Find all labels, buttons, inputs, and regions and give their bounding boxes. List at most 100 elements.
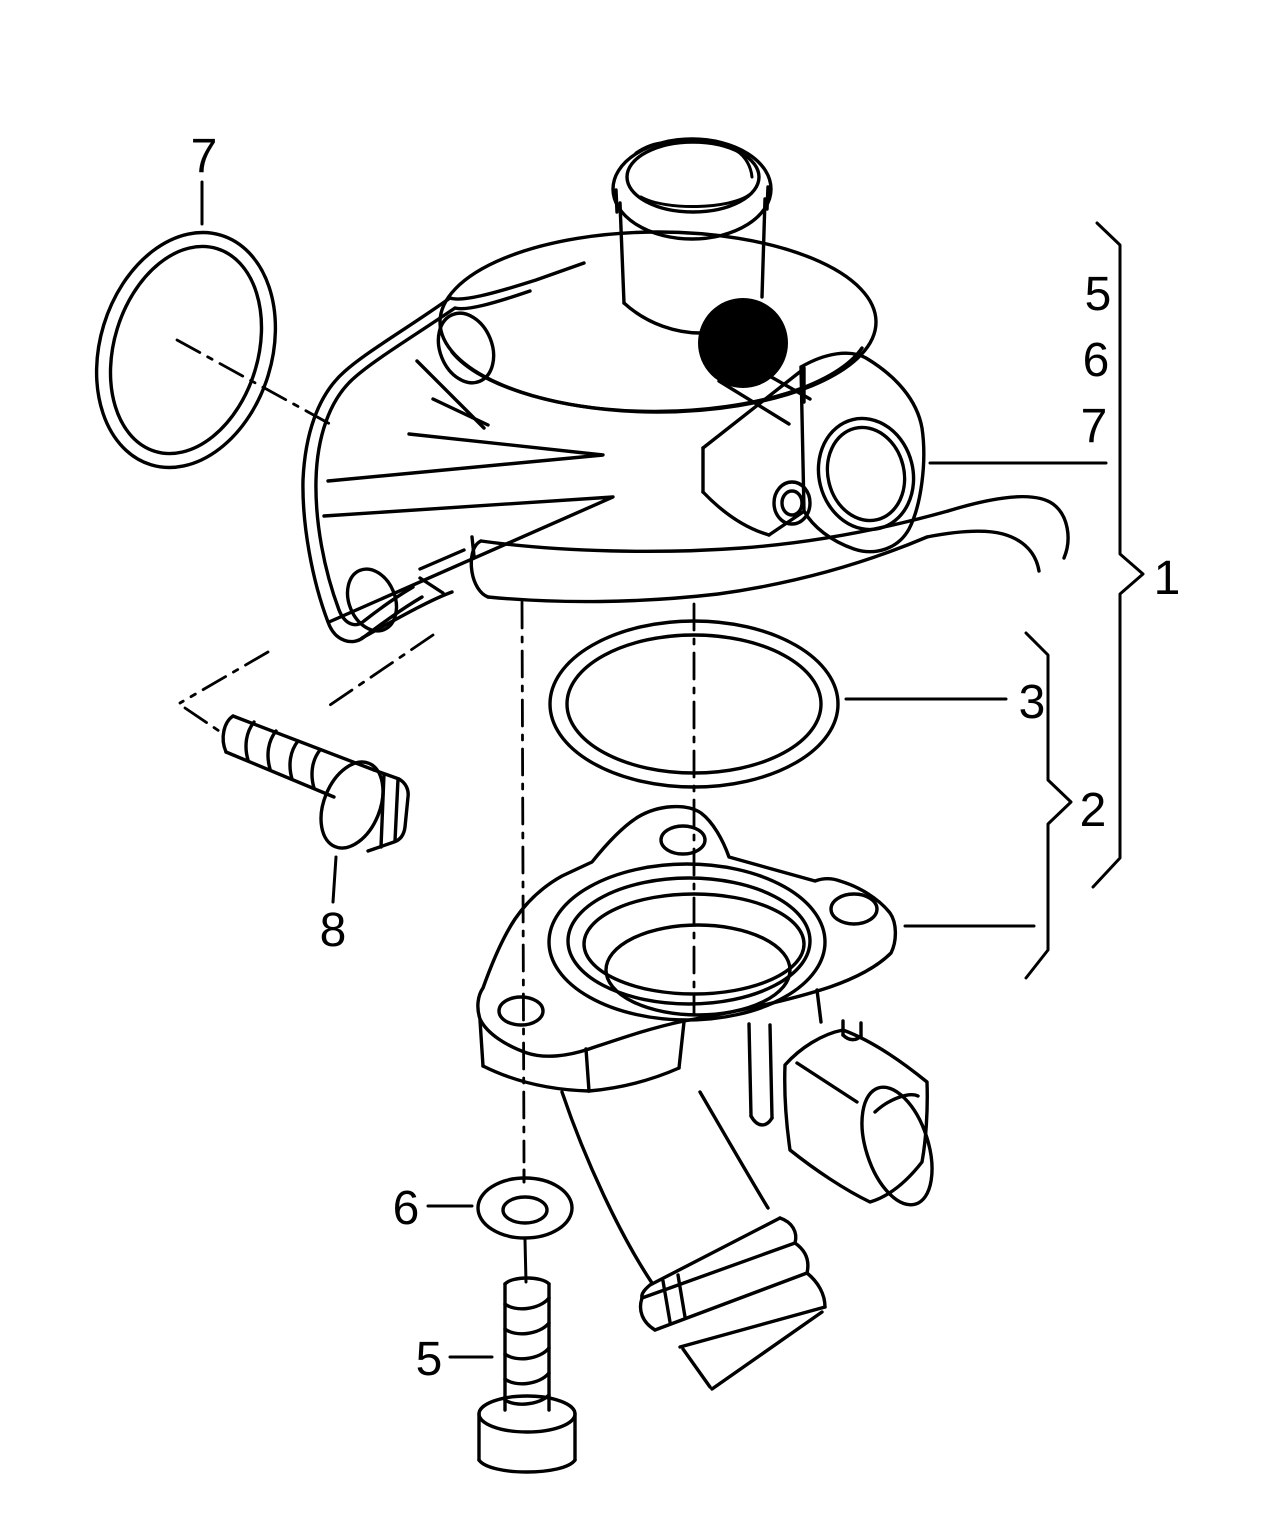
- o-ring-7-outer: [94, 230, 278, 470]
- bolt-8-drawing[interactable]: [221, 714, 410, 857]
- connector-face: [860, 1085, 934, 1207]
- bolt8-thread-4: [310, 748, 322, 790]
- clamp-left-cap-2: [638, 1296, 657, 1332]
- pipe-collar-right: [765, 185, 770, 211]
- clamp-slot: [661, 1273, 687, 1324]
- oring-pointer-line: [175, 338, 332, 426]
- hose-end-left: [681, 1347, 712, 1389]
- hose-edge-left: [560, 1090, 654, 1285]
- outlet-side-top: [701, 369, 803, 450]
- hose-with-clamp-drawing: [560, 1090, 827, 1391]
- centerlines: [175, 338, 696, 1284]
- flange-wall-far-right: [815, 988, 823, 1024]
- bolt8-head: [366, 768, 410, 853]
- outlet-face-outline: [799, 351, 926, 554]
- housing-pipe-stub: [611, 137, 773, 335]
- bracket-rib-diag-2: [431, 397, 490, 427]
- callout-2-flange[interactable]: 2: [1080, 784, 1107, 837]
- callout-7-oring[interactable]: 7: [191, 130, 218, 183]
- left-bolt-centerline: [520, 600, 526, 1164]
- bolt8-thread-3: [288, 739, 300, 781]
- callout-1-assembly[interactable]: 1: [1154, 552, 1181, 605]
- clamp-right-cap-1: [778, 1216, 798, 1245]
- washer-6-drawing[interactable]: [476, 1176, 574, 1240]
- washer-inner: [501, 1195, 549, 1225]
- strut-line-2: [717, 379, 791, 426]
- bolt8-shank-bottom: [224, 750, 336, 799]
- connector-body: [783, 1028, 929, 1204]
- flange-bore-ring-3: [582, 892, 806, 996]
- base-bottom-edge: [486, 535, 929, 604]
- callout-8-bolt[interactable]: 8: [320, 904, 347, 957]
- hose-end-right: [710, 1310, 824, 1391]
- flange-2-drawing[interactable]: [476, 804, 945, 1391]
- pipe-rim-inner: [625, 140, 761, 214]
- clamp-band2-top: [653, 1271, 809, 1332]
- pipe-inner-arc-1: [634, 141, 665, 155]
- clamp-right-cap-3: [805, 1271, 827, 1309]
- bracket-outer-edge: [301, 261, 586, 644]
- flange-wall-left: [478, 1018, 485, 1068]
- pipe-rim-outer: [611, 137, 773, 241]
- bolt8-projection-line-b: [178, 650, 270, 705]
- callout-6-washer[interactable]: 6: [393, 1182, 420, 1235]
- housing-strut: [717, 351, 812, 426]
- leader-lines: [200, 180, 1108, 1359]
- bracket-hole-top: [436, 311, 496, 385]
- base-top-edge: [479, 509, 950, 554]
- pipe-side-left: [618, 201, 626, 305]
- flange-wall-rib: [584, 1047, 591, 1093]
- callout-7-column[interactable]: 7: [1081, 400, 1108, 453]
- bolt5-thread-4: [503, 1371, 551, 1386]
- outlet-side-bottom: [701, 490, 771, 537]
- callout-5-column[interactable]: 5: [1085, 268, 1112, 321]
- connector-face-arc: [873, 1093, 920, 1114]
- highlight-dot: [698, 298, 788, 388]
- base-right-curve-2: [925, 529, 1041, 573]
- flange-wall-right: [677, 1020, 686, 1070]
- bolt5-thread-3: [503, 1346, 551, 1361]
- base-notch-2: [418, 576, 445, 595]
- brace-assembly-1: [1091, 221, 1145, 889]
- washer-to-bolt-line: [523, 1238, 528, 1284]
- flange-bore-inner: [604, 923, 792, 1017]
- housing-outlet-flange: [701, 351, 926, 554]
- bolt8-projection-line-a: [328, 633, 435, 707]
- o-ring-7-drawing[interactable]: [69, 210, 304, 490]
- callout-5-bolt[interactable]: 5: [416, 1333, 443, 1386]
- bolt-5-drawing[interactable]: [477, 1276, 577, 1474]
- bolt8-flange: [319, 760, 385, 850]
- bolt5-thread-1: [503, 1296, 551, 1311]
- flange-bore-ring-2: [566, 876, 812, 1006]
- base-left-cap: [469, 539, 490, 599]
- pipe-inner-arc-2: [735, 149, 754, 179]
- clamp-band1-bottom: [640, 1241, 797, 1300]
- callout-6-column[interactable]: 6: [1083, 334, 1110, 387]
- brace-subassembly-2: [1024, 631, 1073, 980]
- bolt8-tip: [221, 714, 235, 754]
- bolt5-thread-2: [503, 1321, 551, 1336]
- bolt8-head-facets: [379, 772, 400, 849]
- washer-outer: [476, 1176, 574, 1240]
- flange-outline: [476, 804, 898, 1058]
- flange-bore-ring-1: [547, 862, 827, 1022]
- flange-wall-bottom-2: [587, 1066, 681, 1093]
- connector-top-edge: [795, 1061, 859, 1104]
- outlet-opening-inner: [825, 425, 907, 523]
- flange-wall-bottom-1: [481, 1064, 591, 1093]
- top-plate-rim-arc: [450, 346, 864, 414]
- bolt8-thread-1: [244, 720, 256, 762]
- callout-3-gasket[interactable]: 3: [1019, 676, 1046, 729]
- bracket-to-base-line: [360, 590, 454, 640]
- bolt5-head-top: [477, 1394, 577, 1434]
- outlet-bolt-hole-inner: [780, 489, 804, 517]
- sensor-neck-base: [749, 1114, 774, 1127]
- housing-top-plate: [438, 230, 878, 414]
- flange-lug-hole-left: [497, 995, 545, 1027]
- housing-drawing[interactable]: [301, 137, 1070, 644]
- gasket-3-drawing[interactable]: [548, 619, 840, 789]
- sensor-neck-left: [747, 1022, 753, 1118]
- bolt8-shank-top: [231, 714, 376, 772]
- bracket-inner-edge: [314, 289, 532, 627]
